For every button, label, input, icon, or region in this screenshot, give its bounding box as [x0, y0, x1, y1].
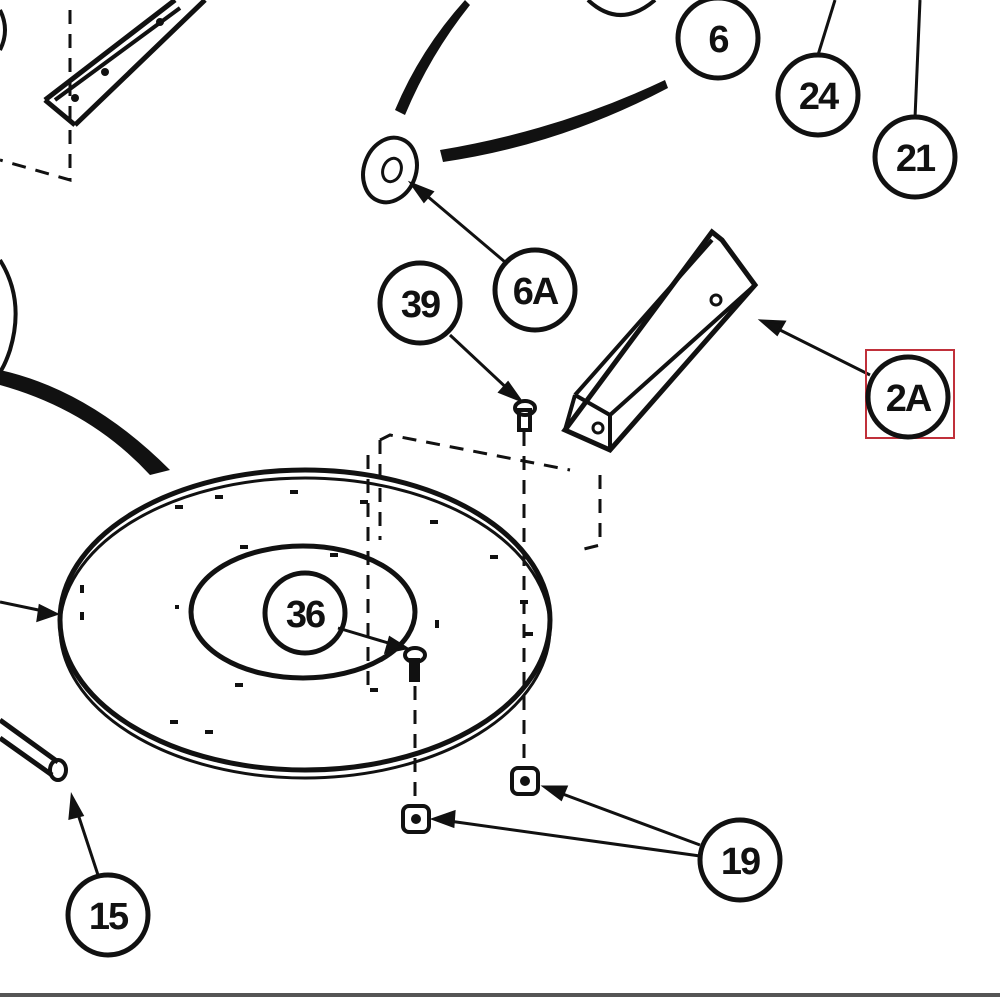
svg-text:24: 24: [799, 76, 839, 118]
bottom-border: [0, 993, 1000, 997]
svg-text:6: 6: [708, 19, 728, 61]
rod-15: [0, 717, 68, 782]
nut-19-a: [510, 766, 540, 796]
partial-outline-left: [0, 258, 18, 374]
washer-6a: [361, 135, 419, 205]
bolt-36: [403, 646, 427, 805]
svg-text:21: 21: [896, 138, 936, 180]
callout-39: 39: [377, 260, 463, 346]
callout-2a[interactable]: 2A: [865, 349, 955, 440]
nut-19-b: [401, 804, 431, 834]
partial-callout-top: [586, 0, 657, 17]
bolt-39: [513, 399, 537, 770]
angle-bracket-2a: [379, 228, 759, 552]
partial-outline-top-left: [0, 9, 7, 51]
svg-text:36: 36: [286, 594, 325, 636]
svg-text:2A: 2A: [886, 378, 932, 420]
leader-lines: [0, 0, 922, 876]
svg-text:6A: 6A: [513, 271, 559, 313]
callout-24: 24: [775, 52, 861, 138]
callout-15: 15: [65, 872, 151, 958]
callout-21: 21: [872, 114, 958, 200]
curved-arm: [0, 370, 170, 475]
callout-36: 36: [262, 570, 348, 656]
callout-6a: 6A: [492, 247, 578, 333]
svg-text:15: 15: [89, 896, 129, 938]
cable-lower: [440, 80, 668, 162]
callout-19: 19: [697, 817, 783, 903]
disc-plate: [57, 467, 553, 780]
bar-part-top-left: [0, 0, 207, 182]
svg-text:39: 39: [401, 284, 440, 326]
cable-upper: [395, 0, 470, 115]
svg-text:19: 19: [721, 841, 760, 883]
callout-6: 6: [675, 0, 761, 81]
